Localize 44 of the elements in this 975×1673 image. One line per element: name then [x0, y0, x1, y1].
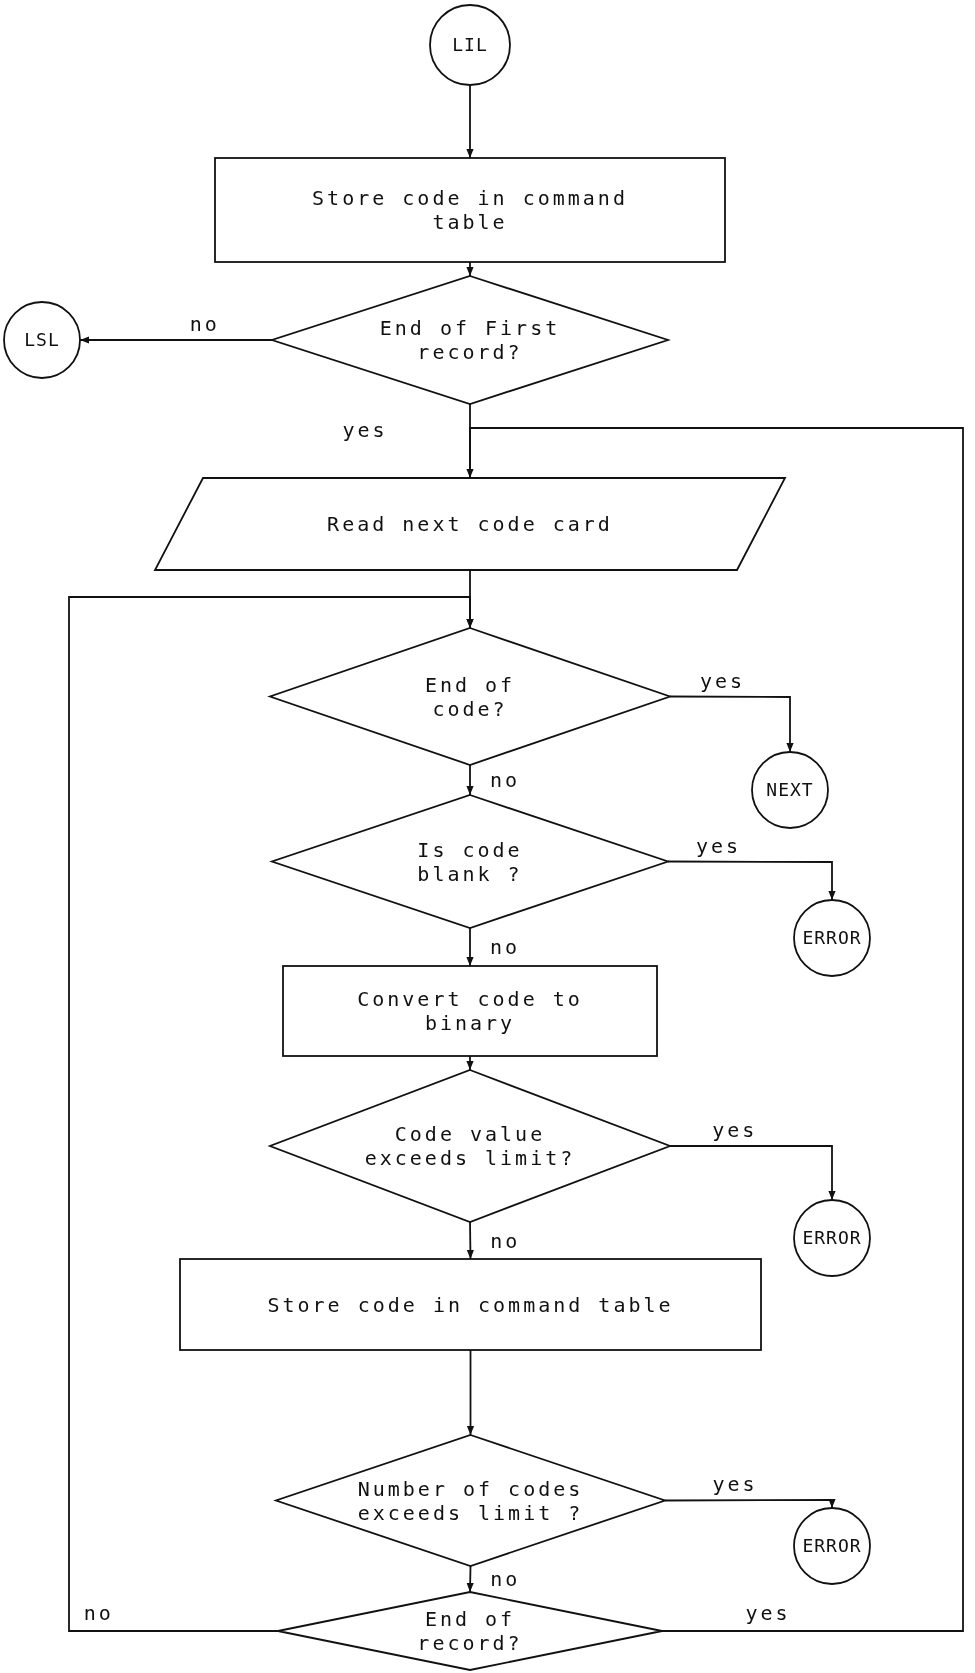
connector-circle — [4, 302, 80, 378]
arrow — [466, 1349, 475, 1436]
arrow — [466, 764, 474, 796]
connector-circle — [794, 900, 870, 976]
arrow — [68, 596, 474, 1632]
decision-diamond — [276, 1435, 665, 1566]
node-text: Read next code card — [326, 512, 614, 536]
connector-label: NEXT — [766, 779, 814, 801]
decision-diamond — [270, 628, 670, 765]
arrow — [669, 1145, 836, 1201]
connector-circle — [794, 1508, 870, 1584]
node-text: Store code in command table — [266, 1292, 675, 1317]
node-text: Code value exceeds limit? — [363, 1122, 577, 1170]
process-box — [283, 966, 657, 1056]
arrow — [466, 261, 474, 277]
decision-diamond — [270, 1070, 670, 1222]
connector-label: ERROR — [802, 1227, 862, 1249]
connector-label: ERROR — [802, 1535, 862, 1557]
node-text: End of First record? — [378, 316, 562, 364]
arrow — [466, 84, 474, 159]
node-text: Convert code to binary — [356, 987, 584, 1035]
arrow — [466, 427, 964, 1632]
node-text: Store code in command table — [311, 186, 629, 234]
connector-circle — [752, 752, 828, 828]
node-text: End of code? — [423, 672, 517, 721]
decision-diamond — [272, 276, 668, 404]
connector-circle — [794, 1200, 870, 1276]
decision-diamond — [272, 795, 668, 928]
connector-circle — [430, 5, 510, 85]
node-text: End of record? — [416, 1607, 524, 1655]
decision-diamond — [278, 1592, 662, 1670]
connector-label: LSL — [24, 329, 60, 351]
arrow — [79, 336, 273, 344]
connector-label: ERROR — [802, 927, 862, 949]
arrow — [466, 1055, 474, 1071]
connector-label: LIL — [452, 34, 488, 56]
node-text: Number of codes exceeds limit ? — [356, 1476, 585, 1525]
arrow — [466, 1565, 474, 1593]
arrow — [466, 1221, 474, 1260]
input-parallelogram — [155, 478, 785, 570]
arrow — [466, 927, 474, 967]
node-text: Is code blank ? — [416, 837, 524, 886]
process-box — [180, 1259, 761, 1350]
process-box — [215, 158, 725, 262]
